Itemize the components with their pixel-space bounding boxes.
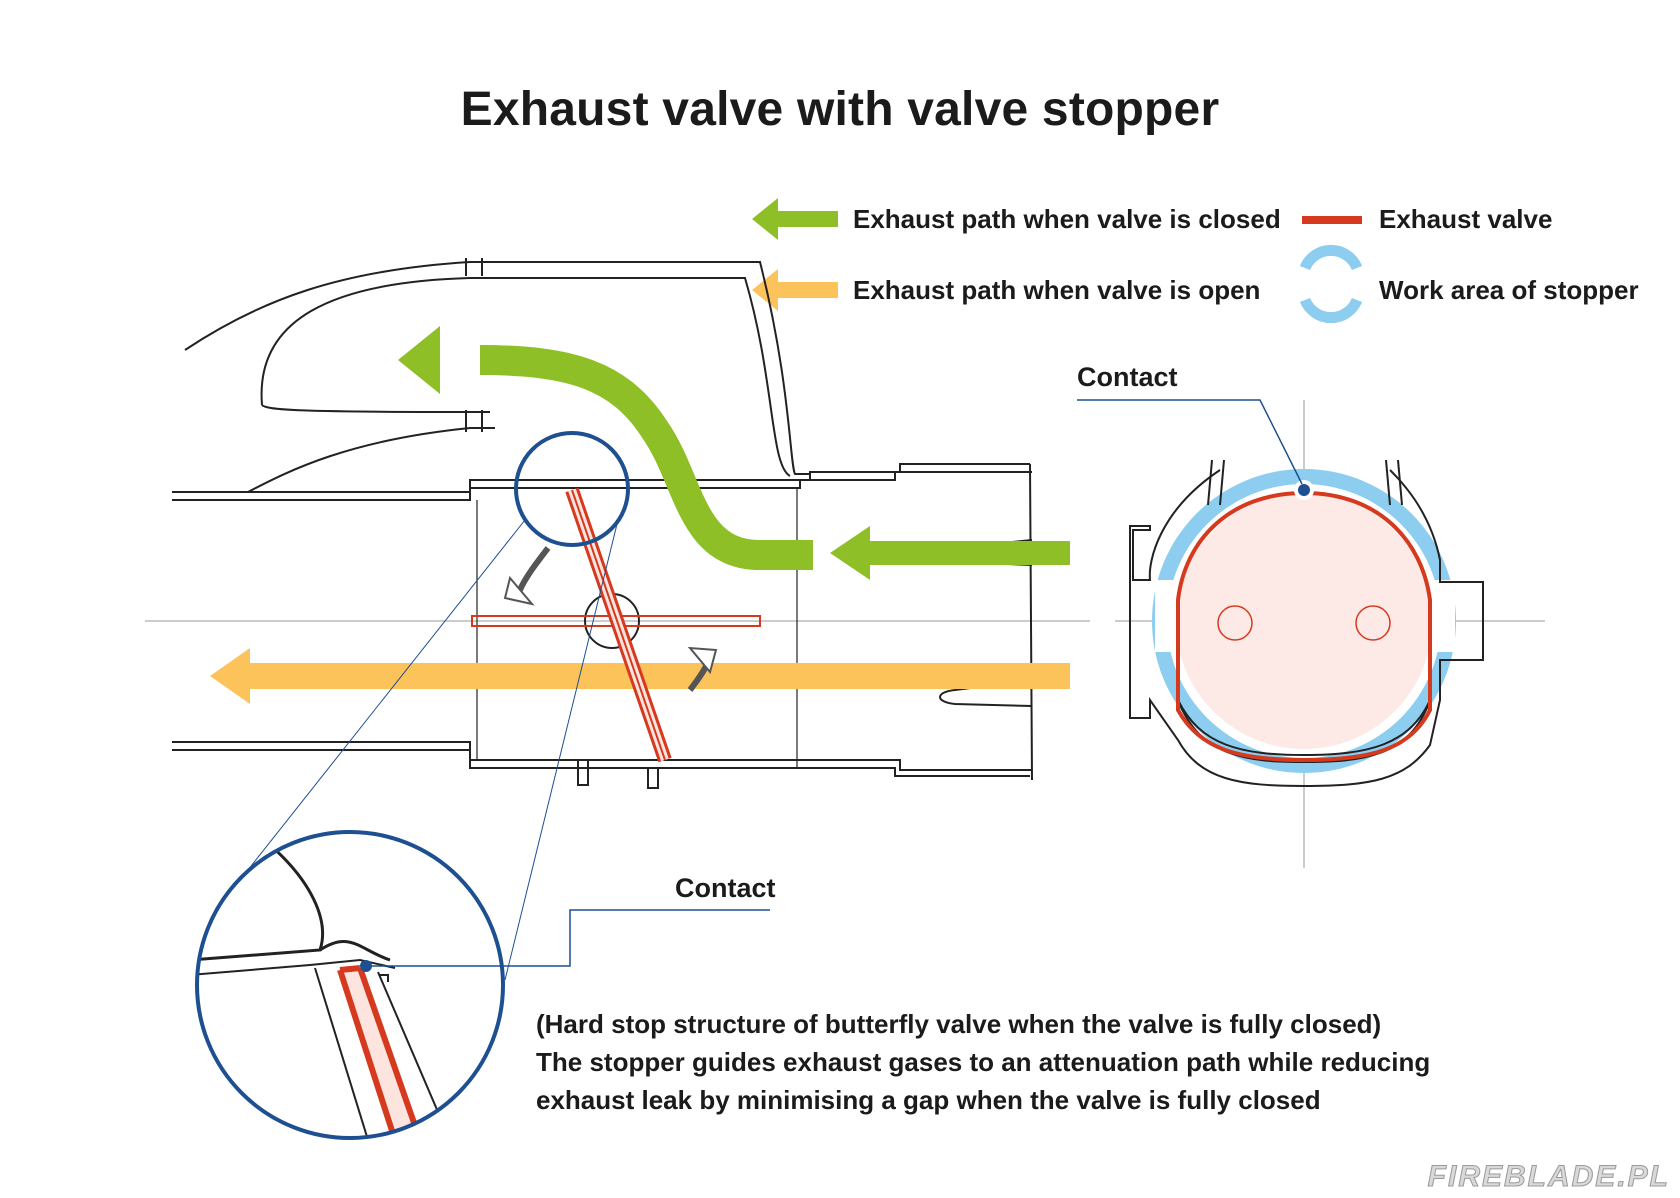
legend-valve-line-icon [1302, 216, 1362, 224]
rotation-arrowhead-left-icon [503, 575, 535, 606]
legend [752, 198, 1363, 324]
muffler-side-view [172, 258, 1033, 789]
detail-marker-circle [514, 431, 630, 547]
closed-path-arrow-upper [479, 345, 813, 570]
diagram-title: Exhaust valve with valve stopper [460, 83, 1220, 136]
caption-line-1: (Hard stop structure of butterfly valve … [536, 1009, 1382, 1039]
legend-orange-arrow-icon [752, 269, 838, 311]
contact-label-detail: Contact [675, 873, 776, 903]
section-view [1129, 459, 1484, 788]
caption-line-3: exhaust leak by minimising a gap when th… [536, 1085, 1321, 1115]
open-path-arrowhead-icon [210, 648, 250, 704]
caption-line-2: The stopper guides exhaust gases to an a… [536, 1047, 1431, 1077]
section-contact-leader [1077, 399, 1303, 485]
rotation-arrow-left-icon [517, 546, 551, 592]
legend-green-arrow-icon [752, 198, 838, 240]
legend-orange-label: Exhaust path when valve is open [853, 275, 1261, 305]
caption: (Hard stop structure of butterfly valve … [536, 1005, 1430, 1119]
legend-blue-label: Work area of stopper [1379, 275, 1639, 305]
butterfly-valve-side [471, 487, 761, 763]
watermark-logo: FIREBLADE.PL [1427, 1160, 1670, 1194]
legend-green-label: Exhaust path when valve is closed [853, 204, 1281, 234]
rotation-arrowhead-right-icon [687, 646, 718, 675]
detail-zoom [195, 830, 505, 1140]
detail-contact-point [360, 960, 372, 972]
legend-stopper-ring-icon [1299, 244, 1363, 324]
contact-label-section: Contact [1077, 362, 1178, 392]
legend-red-label: Exhaust valve [1379, 204, 1553, 234]
detail-contact-leader [372, 909, 770, 967]
closed-path-arrowhead-upper-icon [398, 326, 440, 394]
closed-path-arrowhead-right-icon [830, 526, 870, 580]
